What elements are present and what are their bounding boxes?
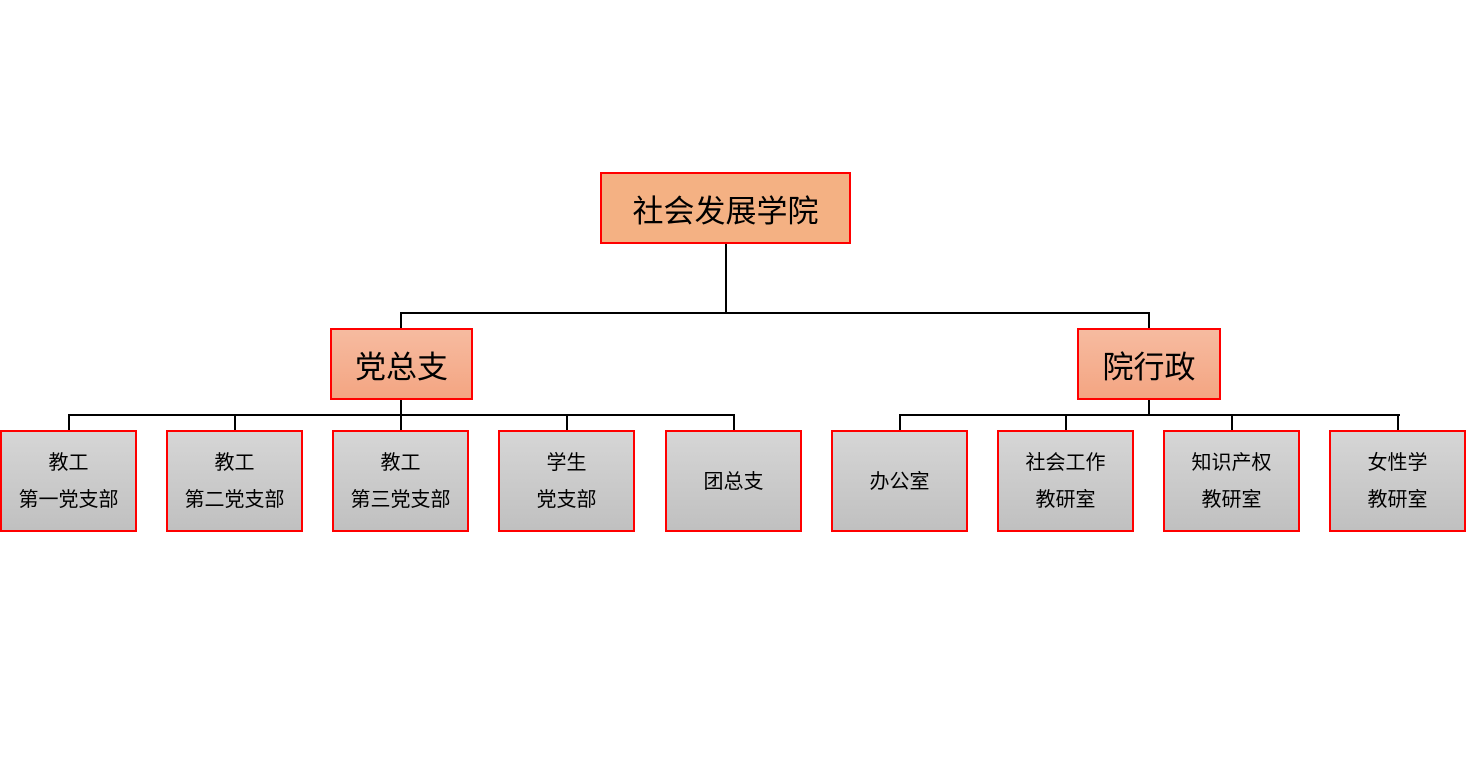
node-label: 教工 bbox=[380, 450, 421, 474]
node-label: 教工 bbox=[48, 450, 89, 474]
node-label: 第三党支部 bbox=[350, 487, 451, 511]
leaf-node: 社会工作教研室 bbox=[997, 430, 1134, 532]
leaf-node: 教工第二党支部 bbox=[166, 430, 303, 532]
node-label: 团总支 bbox=[703, 468, 764, 493]
node-label: 女性学 bbox=[1367, 450, 1428, 474]
connector bbox=[733, 414, 735, 430]
connector bbox=[566, 414, 568, 430]
connector bbox=[234, 414, 236, 430]
root-node: 社会发展学院 bbox=[600, 172, 851, 244]
node-label: 教研室 bbox=[1035, 487, 1096, 511]
connector bbox=[1148, 312, 1150, 329]
connector bbox=[400, 414, 402, 430]
connector bbox=[899, 414, 1400, 416]
node-label: 第二党支部 bbox=[184, 487, 285, 511]
connector bbox=[400, 312, 402, 329]
connector bbox=[1148, 399, 1150, 415]
connector bbox=[1397, 414, 1399, 430]
node-label: 教工 bbox=[214, 450, 255, 474]
leaf-node: 教工第一党支部 bbox=[0, 430, 137, 532]
connector bbox=[1231, 414, 1233, 430]
connector bbox=[725, 243, 727, 314]
node-label: 社会发展学院 bbox=[632, 193, 819, 230]
connector bbox=[400, 399, 402, 415]
connector bbox=[68, 414, 70, 430]
node-label: 教研室 bbox=[1201, 487, 1262, 511]
leaf-node: 办公室 bbox=[831, 430, 968, 532]
node-label: 办公室 bbox=[869, 468, 930, 493]
branch-node-party: 党总支 bbox=[330, 328, 473, 400]
leaf-node: 学生党支部 bbox=[498, 430, 635, 532]
branch-node-admin: 院行政 bbox=[1077, 328, 1221, 400]
leaf-node: 教工第三党支部 bbox=[332, 430, 469, 532]
node-label: 社会工作 bbox=[1025, 450, 1106, 474]
leaf-node: 女性学教研室 bbox=[1329, 430, 1466, 532]
node-label: 教研室 bbox=[1367, 487, 1428, 511]
node-label: 第一党支部 bbox=[18, 487, 119, 511]
connector bbox=[400, 312, 1150, 314]
node-label: 知识产权 bbox=[1191, 450, 1272, 474]
leaf-node: 团总支 bbox=[665, 430, 802, 532]
connector bbox=[1065, 414, 1067, 430]
node-label: 党总支 bbox=[355, 349, 448, 386]
connector bbox=[899, 414, 901, 430]
node-label: 院行政 bbox=[1102, 349, 1196, 386]
leaf-node: 知识产权教研室 bbox=[1163, 430, 1300, 532]
node-label: 党支部 bbox=[536, 487, 597, 511]
node-label: 学生 bbox=[546, 450, 587, 474]
